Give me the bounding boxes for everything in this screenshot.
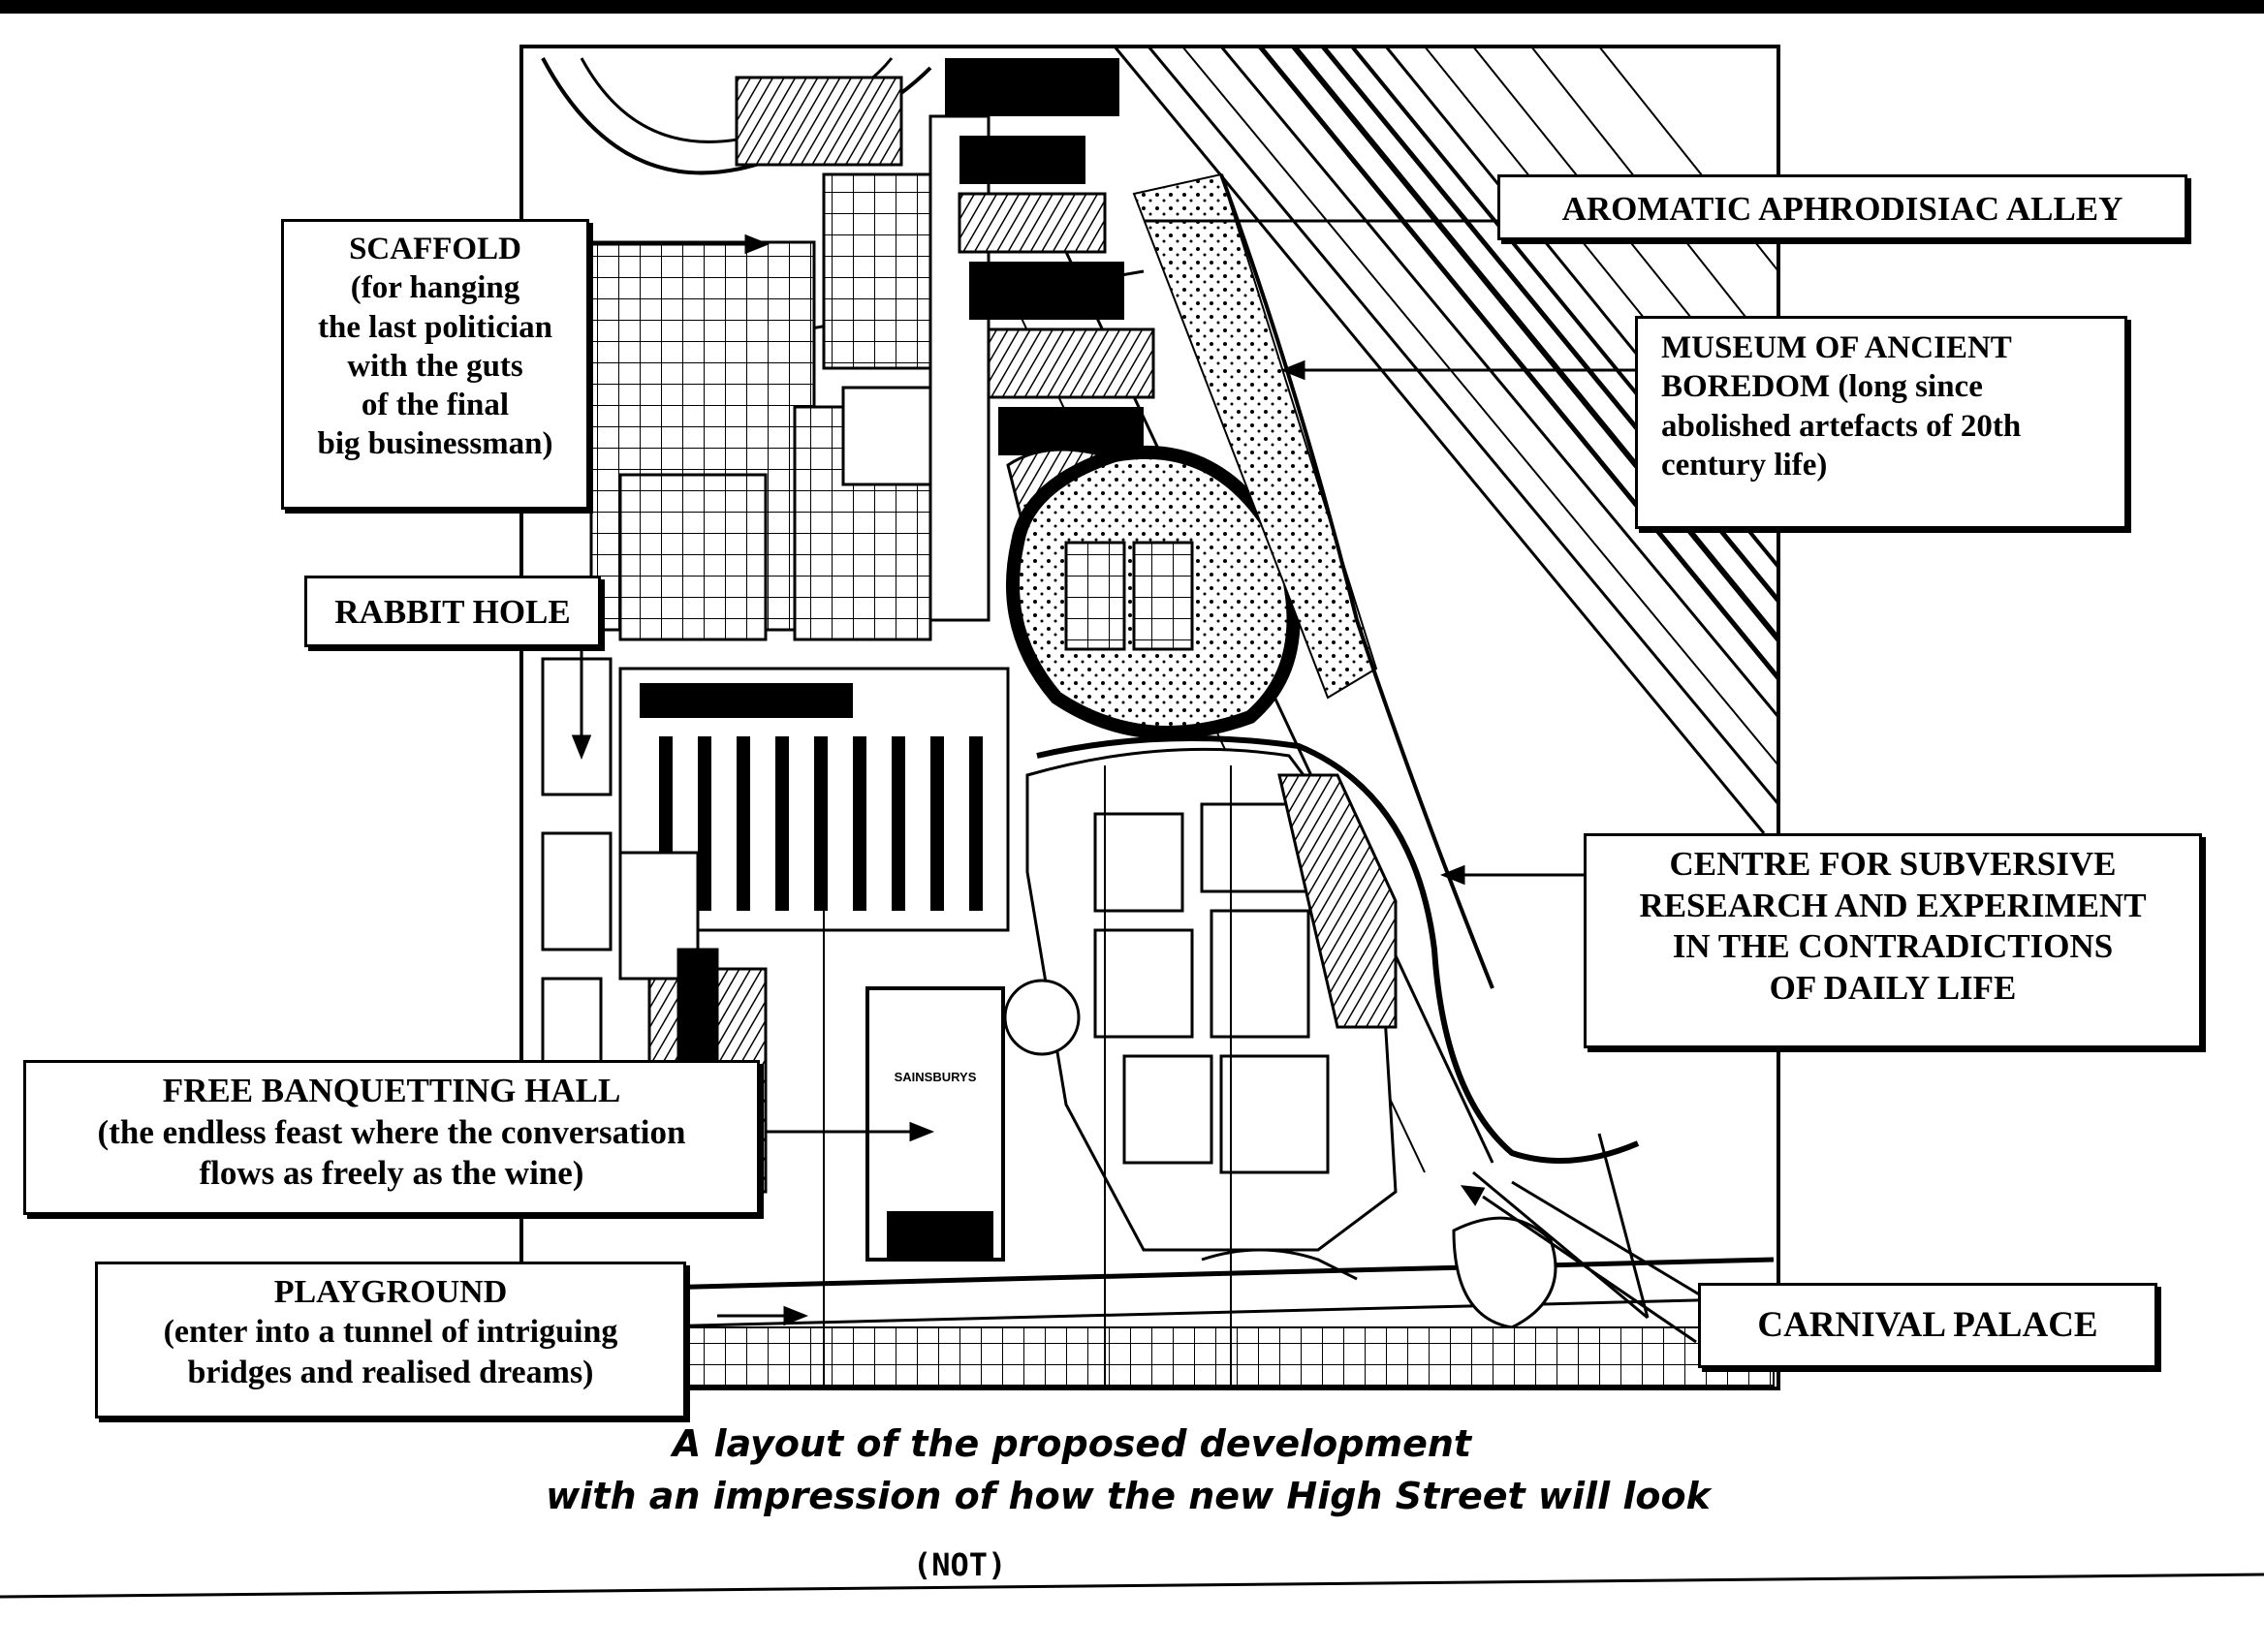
green-strip bbox=[1132, 172, 1494, 989]
centre-line: OF DAILY LIFE bbox=[1769, 969, 2017, 1008]
handwritten-note: (NOT) bbox=[913, 1546, 1007, 1583]
banquet-line: FREE BANQUETTING HALL bbox=[162, 1072, 621, 1109]
carnival-text: CARNIVAL PALACE bbox=[1757, 1305, 2098, 1345]
label-playground: PLAYGROUND (enter into a tunnel of intri… bbox=[95, 1262, 686, 1418]
caption-line-2: with an impression of how the new High S… bbox=[546, 1475, 1711, 1517]
south-row bbox=[677, 1326, 1775, 1387]
banquet-line: (the endless feast where the conversatio… bbox=[97, 1112, 686, 1151]
supermarket-building: SAINSBURYS bbox=[865, 986, 1005, 1262]
scaffold-line: big businessman) bbox=[317, 426, 553, 462]
town-centre-blocks bbox=[1003, 747, 1398, 1252]
roundabout bbox=[1452, 1133, 1707, 1329]
museum-line: BOREDOM (long since bbox=[1661, 369, 1983, 405]
museum-line: century life) bbox=[1661, 447, 1828, 483]
label-centre-for-subversive-research: CENTRE FOR SUBVERSIVE RESEARCH AND EXPER… bbox=[1584, 833, 2202, 1048]
housing-crescent bbox=[1006, 445, 1301, 739]
playground-line: PLAYGROUND bbox=[273, 1274, 508, 1310]
scaffold-line: of the final bbox=[361, 388, 510, 422]
label-museum-of-ancient-boredom: MUSEUM OF ANCIENT BOREDOM (long since ab… bbox=[1635, 316, 2127, 529]
playground-line: (enter into a tunnel of intriguing bbox=[163, 1314, 618, 1351]
scaffold-title: SCAFFOLD bbox=[349, 232, 521, 266]
housing-grid-west bbox=[589, 76, 990, 641]
aromatic-text: AROMATIC APHRODISIAC ALLEY bbox=[1561, 190, 2123, 228]
centre-line: CENTRE FOR SUBVERSIVE bbox=[1669, 845, 2117, 883]
label-rabbit-hole: RABBIT HOLE bbox=[304, 576, 601, 647]
rabbit-text: RABBIT HOLE bbox=[334, 593, 571, 631]
museum-line: abolished artefacts of 20th bbox=[1661, 408, 2022, 444]
supermarket-name: SAINSBURYS bbox=[895, 1070, 977, 1084]
scaffold-line: the last politician bbox=[317, 309, 552, 345]
banquet-line: flows as freely as the wine) bbox=[199, 1154, 584, 1193]
centre-line: RESEARCH AND EXPERIMENT bbox=[1639, 886, 2147, 924]
label-carnival-palace: CARNIVAL PALACE bbox=[1698, 1283, 2157, 1368]
label-aromatic-aphrodisiac-alley: AROMATIC APHRODISIAC ALLEY bbox=[1497, 174, 2187, 240]
centre-line: IN THE CONTRADICTIONS bbox=[1672, 927, 2114, 966]
west-edge-shops bbox=[541, 657, 719, 1107]
museum-line: MUSEUM OF ANCIENT bbox=[1661, 330, 2012, 365]
grid-lines bbox=[823, 736, 1232, 1388]
scan-edge-top bbox=[0, 0, 2264, 14]
scaffold-line: with the guts bbox=[347, 348, 523, 384]
label-scaffold: SCAFFOLD (for hanging the last politicia… bbox=[281, 219, 589, 510]
label-free-banquetting-hall: FREE BANQUETTING HALL (the endless feast… bbox=[23, 1060, 760, 1215]
scaffold-line: (for hanging bbox=[350, 270, 520, 306]
caption-line-1: A layout of the proposed development bbox=[672, 1422, 1472, 1465]
playground-line: bridges and realised dreams) bbox=[187, 1354, 594, 1390]
scan-divider bbox=[0, 1573, 2264, 1599]
pointer-arrows bbox=[571, 219, 1697, 1344]
east-loop-road bbox=[1036, 735, 1640, 1164]
